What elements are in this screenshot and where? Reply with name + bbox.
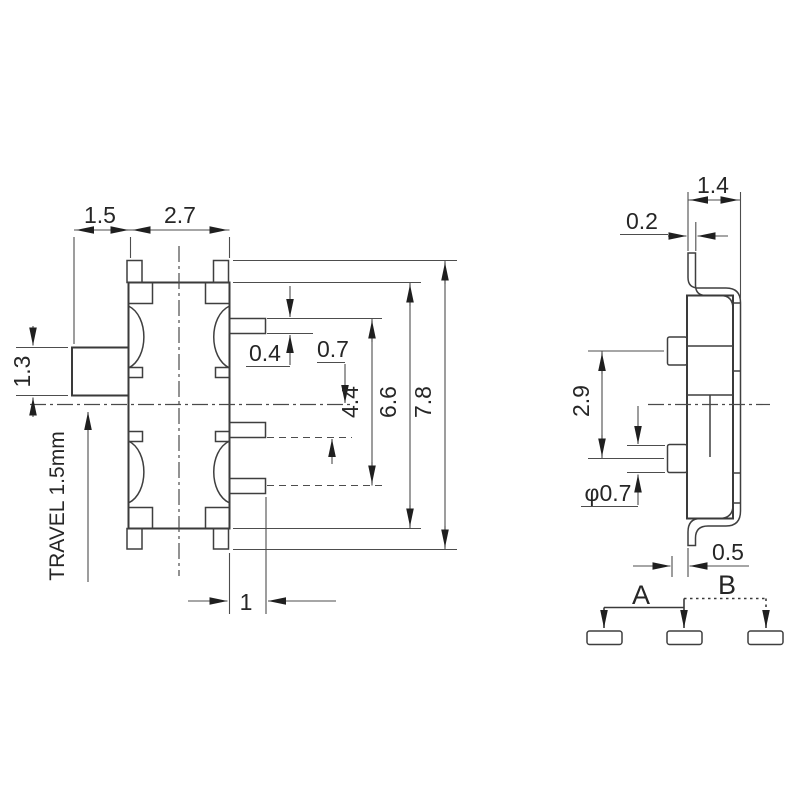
terminal-pin-3 — [228, 477, 267, 495]
inner-notch — [214, 430, 231, 443]
terminal-pin-1 — [228, 317, 267, 335]
dim-label-boss-diameter: φ0.7 — [585, 480, 632, 506]
inner-block — [204, 282, 230, 305]
terminal-pin-2 — [228, 421, 267, 439]
dim-label-overall-height: 7.8 — [410, 386, 436, 418]
dim-label-terminal-thickness: 0.4 — [249, 340, 281, 366]
side-view — [648, 252, 770, 547]
pad-group-a-label: A — [632, 580, 650, 610]
locating-boss-lower — [666, 443, 688, 474]
pad-layout: A B — [586, 570, 784, 646]
front-view-dimensions: 1.5 2.7 1.3 TRAVEL 1.5mm 0.4 0.7 4.4 — [9, 202, 457, 615]
mount-tab-bottom-right — [212, 527, 230, 550]
contact-arc — [213, 440, 230, 504]
mount-tab-bottom-left — [126, 527, 143, 550]
contact-arc — [128, 305, 145, 369]
dim-label-foot-width: 0.5 — [712, 539, 744, 565]
inner-block — [204, 506, 230, 529]
front-view — [30, 246, 352, 576]
pad-group-b-label: B — [718, 570, 736, 600]
mount-tab-top-left — [126, 259, 143, 284]
side-body-outline — [686, 294, 734, 520]
inner-notch — [214, 366, 231, 379]
pad-3 — [747, 630, 784, 646]
dim-label-body-height: 6.6 — [375, 386, 401, 418]
travel-note: TRAVEL 1.5mm — [46, 431, 69, 580]
contact-arc — [213, 305, 230, 369]
dim-label-terminal-span: 4.4 — [337, 386, 363, 418]
locating-boss-upper — [666, 336, 688, 366]
inner-notch — [127, 366, 144, 379]
dim-label-plunger-height: 1.3 — [9, 356, 35, 388]
dim-label-center-to-terminal: 0.7 — [317, 336, 349, 362]
dim-label-boss-pitch: 2.9 — [568, 385, 594, 417]
inner-block — [128, 282, 154, 305]
dim-label-terminal-length: 1 — [240, 589, 253, 615]
mount-tab-top-right — [212, 259, 230, 284]
contact-arc — [128, 440, 145, 504]
pad-1 — [586, 630, 623, 646]
dim-label-lead-thickness: 0.2 — [626, 208, 658, 234]
inner-block — [128, 506, 154, 529]
dim-label-plunger-length: 1.5 — [84, 202, 116, 228]
pad-2 — [666, 630, 703, 646]
plunger — [71, 346, 130, 397]
side-view-dimensions: 1.4 0.2 2.9 φ0.7 0.5 — [568, 172, 749, 577]
dim-label-body-width: 2.7 — [164, 202, 196, 228]
inner-notch — [127, 430, 144, 443]
dim-label-overall-depth: 1.4 — [697, 172, 729, 198]
